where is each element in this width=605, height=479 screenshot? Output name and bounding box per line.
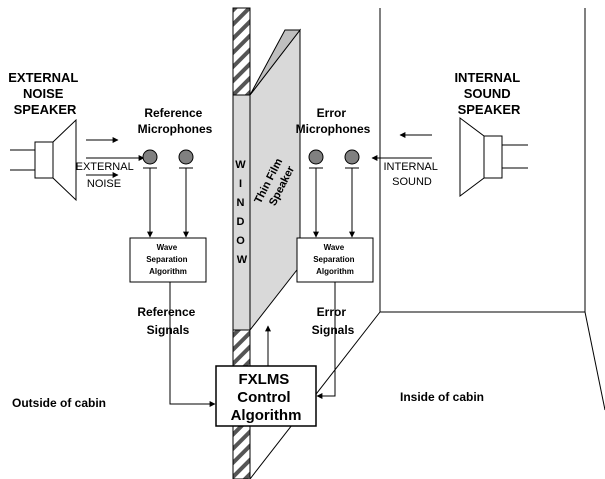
- external-speaker-label: EXTERNAL NOISE SPEAKER: [8, 70, 81, 117]
- error-signals-label: Error Signals: [312, 305, 355, 337]
- internal-sound-label: INTERNAL SOUND: [383, 161, 440, 188]
- external-speaker-icon: [10, 118, 77, 202]
- error-microphones: [308, 149, 360, 169]
- reference-signals-label: Reference Signals: [137, 305, 198, 337]
- internal-sound-arrows: [371, 132, 432, 161]
- reference-microphones: [142, 149, 194, 169]
- external-noise-label: EXTERNAL NOISE: [76, 161, 137, 190]
- fxlms-box: [215, 365, 317, 427]
- internal-speaker-icon: [459, 117, 528, 197]
- wave-separation-box-left: [129, 237, 207, 283]
- wave-separation-label-right: Wave Separation Algorithm: [313, 243, 357, 276]
- reference-microphones-label: Reference Microphones: [138, 106, 213, 136]
- external-noise-arrows: [86, 137, 145, 178]
- window-pane: [232, 94, 251, 331]
- signal-lines: [169, 282, 336, 407]
- outside-cabin-label: Outside of cabin: [12, 396, 106, 410]
- fxlms-label: FXLMS Control Algorithm: [231, 371, 302, 424]
- wave-separation-label-left: Wave Separation Algorithm: [146, 243, 190, 276]
- error-microphones-label: Error Microphones: [296, 106, 371, 136]
- mic-arrows: [147, 168, 355, 238]
- window-label: W I N D O W: [235, 159, 248, 266]
- internal-speaker-label: INTERNAL SOUND SPEAKER: [454, 70, 523, 117]
- thin-film-speaker-top: [249, 29, 302, 96]
- inside-cabin-label: Inside of cabin: [400, 390, 484, 404]
